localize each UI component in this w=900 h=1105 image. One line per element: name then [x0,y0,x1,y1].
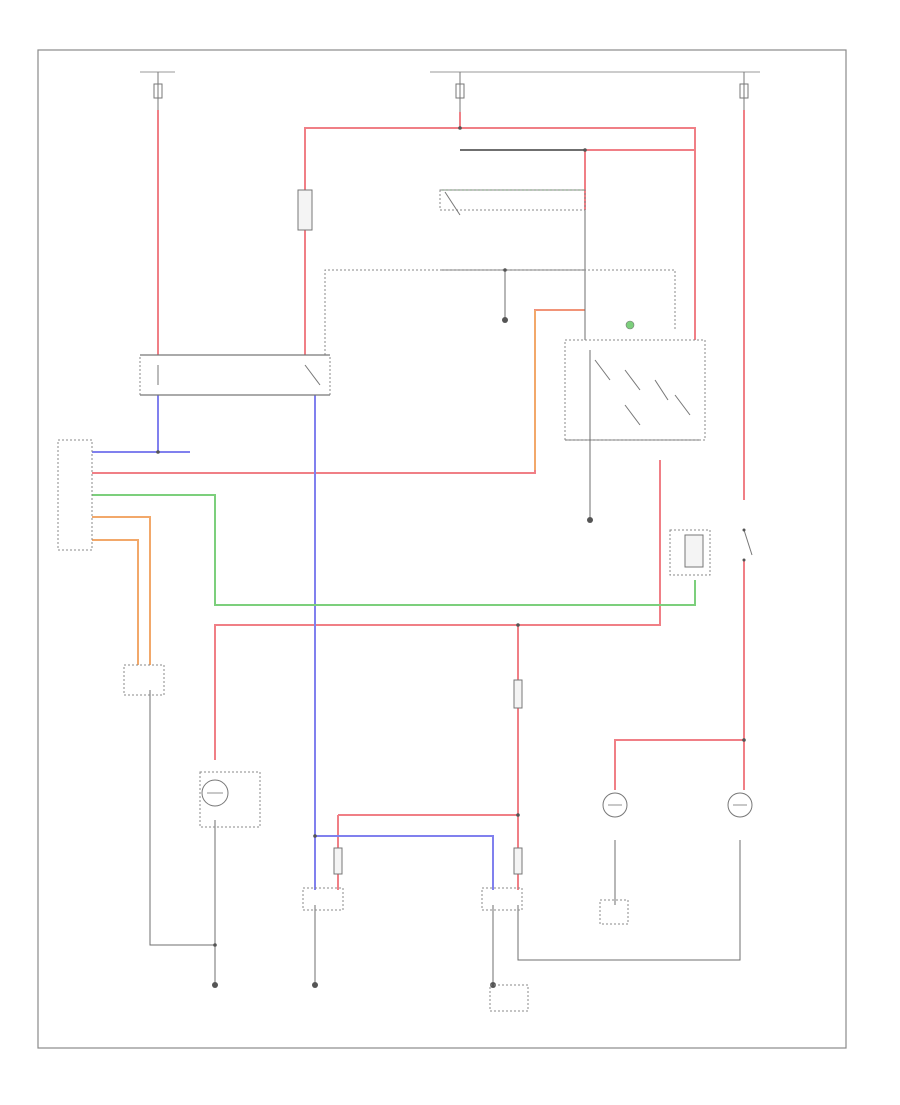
pcm-module [57,439,93,551]
lamp-right-side [727,792,753,818]
power-feed-left [140,71,175,110]
dashed-sense-wire [324,269,676,355]
power-feed-right [500,71,760,110]
fuse-left-icon [153,83,163,99]
orange-wires [92,309,585,665]
splice-dots [156,126,746,947]
headlight-relay [139,354,331,396]
dimmer-ground [587,517,593,523]
fuse-right-icon [739,83,749,99]
power-feed-mid [430,71,500,112]
resistor-component [297,189,313,231]
right-headlight-resistor [513,847,523,875]
green-wires [92,189,696,606]
right-switch [742,528,753,562]
bottom-connector [599,899,629,925]
right-headlight [481,887,523,911]
red-wires [92,110,745,890]
bottom-center-connector [489,984,529,1012]
left-headlight-resistor [333,847,343,875]
diagram-frame [37,49,847,1049]
lighting-switch [123,664,165,696]
ground-symbols [212,317,508,988]
coil-component [684,534,704,568]
left-headlight [302,887,344,911]
gray-wires [149,149,741,985]
fuse-mid-icon [455,83,465,99]
indicator-lamp [199,771,261,828]
headlight-dimmer-switch [564,320,706,441]
blue-wires [92,395,696,890]
headlight-feed-resistor [513,679,523,709]
passing-switch [439,189,586,216]
lamp-left-side [602,792,628,818]
